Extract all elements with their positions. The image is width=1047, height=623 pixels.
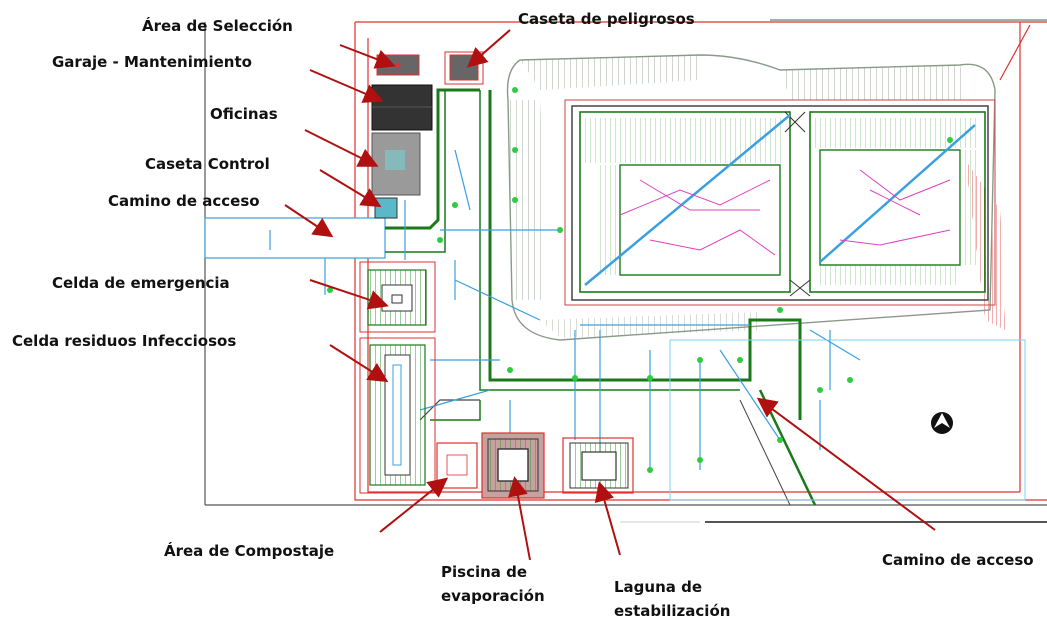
label-celda-emergencia: Celda de emergencia [52,274,230,292]
label-piscina-line1: Piscina de [441,563,528,581]
drain-pipes [584,114,976,286]
label-camino-acceso-2: Camino de acceso [882,551,1034,569]
pond-outline [669,339,1026,501]
callout-arrows [284,29,936,561]
label-area-compostaje: Área de Compostaje [164,542,335,560]
label-caseta-peligrosos: Caseta de peligrosos [518,10,695,28]
label-piscina-line2: evaporación [441,587,545,605]
access-roads [204,88,817,506]
label-area-seleccion: Área de Selección [142,17,293,35]
pink-contours [619,169,951,256]
drawing-frame [204,19,1047,523]
landfill-berm [506,54,996,341]
evaporation-pool [481,432,545,499]
label-laguna-line1: Laguna de [614,578,703,596]
emergency-cell [359,261,436,333]
stabilization-lagoon [562,437,634,494]
landfill-cells [564,99,996,306]
label-camino-acceso-1: Camino de acceso [108,192,260,210]
label-garaje-mantenimiento: Garaje - Mantenimiento [52,53,252,71]
label-caseta-control: Caseta Control [145,155,270,173]
label-oficinas: Oficinas [210,105,278,123]
label-laguna-line2: estabilización [614,602,731,620]
north-arrow-icon [931,412,953,434]
infectious-cell [359,337,436,494]
label-celda-infecciosos: Celda residuos Infecciosos [12,332,237,350]
composting-area [436,442,478,489]
